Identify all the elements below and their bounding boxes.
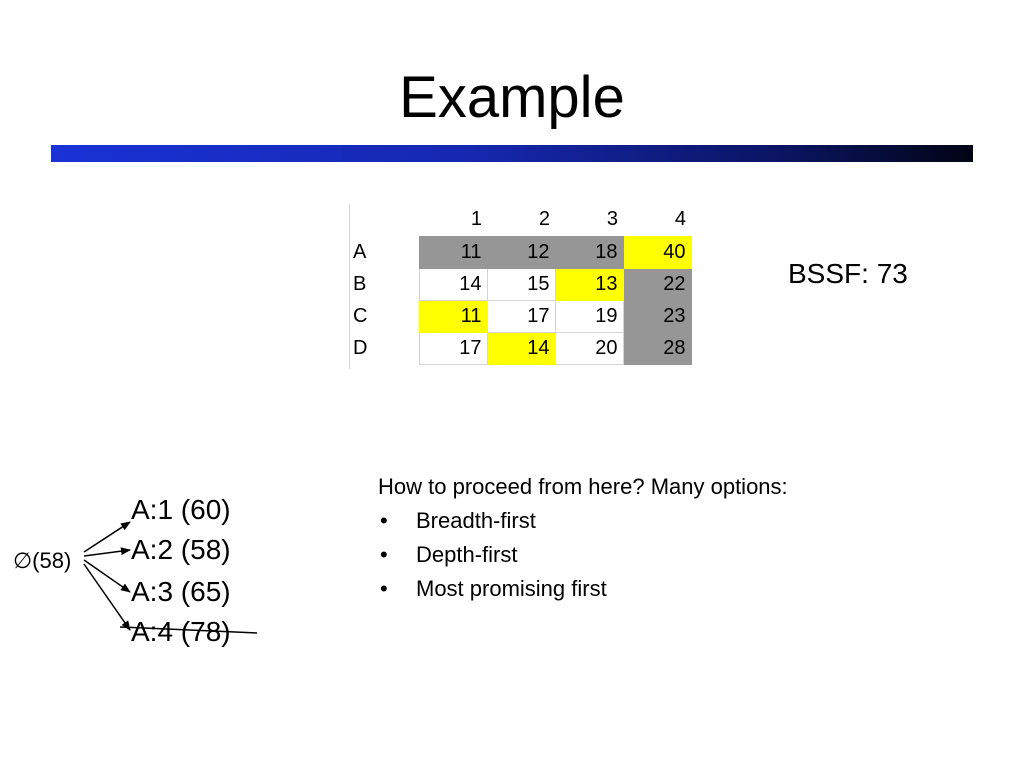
matrix-cell: 13 xyxy=(554,267,624,301)
title-underline-bar xyxy=(51,145,973,162)
tree-child-node-pruned: A:4 (78) xyxy=(131,616,231,647)
bullet-text: Breadth-first xyxy=(416,508,536,533)
matrix-row-label: A xyxy=(353,240,367,263)
bullet-text: Depth-first xyxy=(416,542,518,567)
options-block: How to proceed from here? Many options: … xyxy=(378,470,788,606)
matrix-col-header: 1 xyxy=(470,208,482,231)
matrix-cell: 11 xyxy=(418,235,488,269)
tree-edge-arrow xyxy=(83,547,131,557)
matrix-cell: 11 xyxy=(418,299,488,333)
tree-child-node: A:3 (65) xyxy=(131,576,231,607)
bssf-label: BSSF: 73 xyxy=(788,258,908,289)
matrix-cell: 17 xyxy=(486,299,556,333)
tree-edge-arrow xyxy=(83,521,131,553)
matrix-col-header: 4 xyxy=(674,208,686,231)
list-item: • Most promising first xyxy=(378,572,788,606)
matrix-cell: 14 xyxy=(486,331,556,365)
matrix-cell: 12 xyxy=(486,235,556,269)
tree-child-node: A:2 (58) xyxy=(131,534,231,565)
matrix-cell: 19 xyxy=(554,299,624,333)
tree-child-node: A:1 (60) xyxy=(131,494,231,525)
matrix-cell: 28 xyxy=(622,331,692,365)
tree-edge-arrow xyxy=(83,559,131,593)
matrix-left-border xyxy=(349,204,350,369)
bullet-glyph: • xyxy=(380,542,388,567)
list-item: • Depth-first xyxy=(378,538,788,572)
list-item: • Breadth-first xyxy=(378,504,788,538)
slide-title: Example xyxy=(399,65,625,130)
matrix-cell: 17 xyxy=(418,331,488,365)
tree-root-node: ∅(58) xyxy=(13,548,72,573)
strikethrough-line xyxy=(119,626,258,634)
options-list: • Breadth-first • Depth-first • Most promis… xyxy=(378,504,788,606)
matrix-cell: 18 xyxy=(554,235,624,269)
options-question: How to proceed from here? Many options: xyxy=(378,474,788,499)
matrix-row-label: B xyxy=(353,272,367,295)
tree-edge-arrow xyxy=(83,563,131,631)
matrix-row-label: C xyxy=(353,304,368,327)
matrix-cell: 15 xyxy=(486,267,556,301)
matrix-cell: 20 xyxy=(554,331,624,365)
matrix-cell: 22 xyxy=(622,267,692,301)
bullet-glyph: • xyxy=(380,508,388,533)
matrix-header-row: 1 2 3 4 xyxy=(349,204,691,236)
matrix-cell: 23 xyxy=(622,299,692,333)
bullet-glyph: • xyxy=(380,576,388,601)
bullet-text: Most promising first xyxy=(416,576,607,601)
matrix-col-header: 2 xyxy=(538,208,550,231)
matrix-row-label: D xyxy=(353,336,368,359)
matrix-col-header: 3 xyxy=(606,208,618,231)
